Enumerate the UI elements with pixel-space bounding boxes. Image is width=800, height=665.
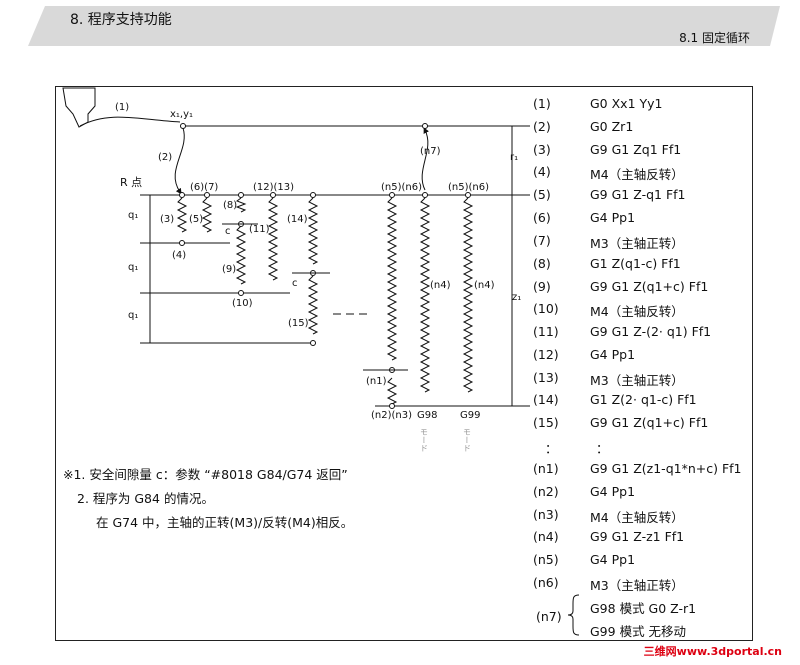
brace-icon — [567, 594, 580, 636]
label-r1: r₁ — [510, 152, 518, 163]
label-n5-n6-a: (n5)(n6) — [381, 182, 422, 193]
section-title: 8.1 固定循环 — [679, 31, 750, 45]
header-band — [28, 6, 780, 46]
label-g99: G99 — [460, 410, 480, 421]
label-g98: G98 — [417, 410, 437, 421]
label-xy: x₁,y₁ — [170, 109, 193, 120]
n7-number: (n7) — [536, 609, 562, 624]
note-1: ※1. 安全间隙量 c：参数 “#8018 G84/G74 返回” — [63, 467, 348, 482]
label-14: (14) — [287, 214, 308, 225]
label-n5-n6-b: (n5)(n6) — [448, 182, 489, 193]
label-c1: c — [225, 226, 231, 237]
label-n4-b: (n4) — [474, 280, 495, 291]
n7-g99: G99 模式 无移动 — [590, 624, 687, 639]
label-mode-a: モード — [420, 428, 429, 452]
label-move2: (2) — [158, 152, 172, 163]
label-n4-a: (n4) — [430, 280, 451, 291]
label-n1: (n1) — [366, 376, 387, 387]
label-15: (15) — [288, 318, 309, 329]
figure-frame — [55, 86, 753, 641]
label-8: (8) — [223, 200, 237, 211]
label-12-13: (12)(13) — [253, 182, 294, 193]
label-n7: (n7) — [420, 146, 441, 157]
n7-g98: G98 模式 G0 Z-r1 — [590, 601, 697, 616]
feed-zigzags — [176, 197, 474, 405]
label-6-7: (6)(7) — [190, 182, 218, 193]
label-c2: c — [292, 278, 298, 289]
label-9: (9) — [222, 264, 236, 275]
label-r-point: R 点 — [120, 176, 142, 189]
label-q1-c: q₁ — [128, 310, 138, 321]
dwell-points — [179, 123, 471, 409]
label-q1-a: q₁ — [128, 210, 138, 221]
label-3: (3) — [160, 214, 174, 225]
label-q1-b: q₁ — [128, 262, 138, 273]
label-mode-b: モード — [463, 428, 472, 452]
chapter-title: 8. 程序支持功能 — [70, 12, 172, 28]
note-3: 在 G74 中，主轴的正转(M3)/反转(M4)相反。 — [96, 515, 354, 530]
label-10: (10) — [232, 298, 253, 309]
watermark: 三维网www.3dportal.cn — [643, 645, 782, 658]
label-11: (11) — [249, 224, 270, 235]
label-n2-n3: (n2)(n3) — [371, 410, 412, 421]
label-4: (4) — [172, 250, 186, 261]
label-z1: z₁ — [512, 292, 521, 303]
note-2: 2. 程序为 G84 的情况。 — [77, 491, 214, 506]
label-5: (5) — [189, 214, 203, 225]
label-move1: (1) — [115, 102, 129, 113]
